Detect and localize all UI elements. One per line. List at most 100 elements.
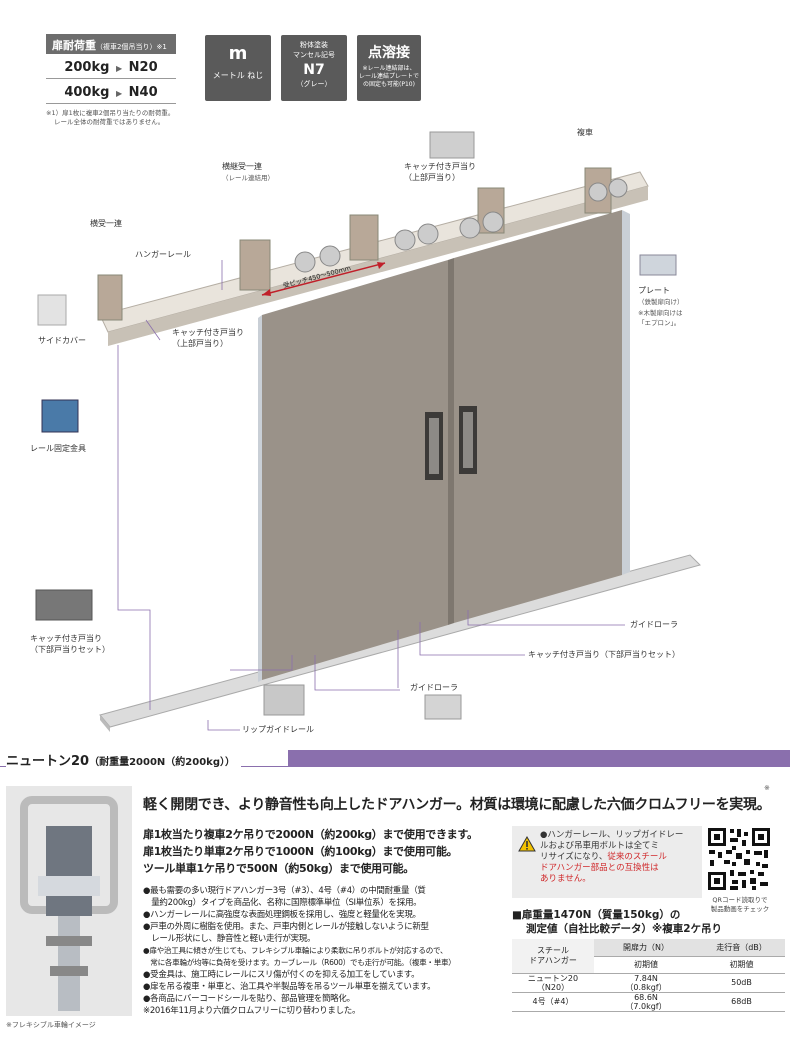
qr-code[interactable]: [706, 826, 772, 892]
wheel-body: [46, 826, 92, 916]
leader-lines: [117, 260, 625, 731]
door-left-face: [262, 260, 448, 680]
feature-line: レール形状にし、静音性と軽い走行が実現。: [143, 934, 316, 944]
label-lip-guide: リップガイドレール: [242, 725, 314, 734]
section-title-sub: （耐重量2000N（約200kg））: [89, 757, 235, 768]
powder-coat-tile: 粉体塗装 マンセル記号 N7 （グレー）: [281, 35, 347, 101]
load-note-line: レール全体の耐荷重ではありません。: [54, 118, 165, 126]
metric-tile-label: メートル ねじ: [212, 71, 264, 80]
roller-wheel: [459, 217, 481, 239]
spot-weld-tile: 点溶接 ※レール連結部は、 レール連結プレートで の固定も可能(P10): [357, 35, 421, 101]
yoko-tsugi-bracket: [239, 239, 271, 291]
label-plate-note: 「エプロン」。: [638, 319, 681, 327]
load-weight: 200kg: [64, 60, 110, 75]
section-title-main: ニュートン20: [6, 754, 90, 769]
label-fukusha: 複車: [577, 128, 593, 137]
label-catch-bottom-2: キャッチ付き戸当り（下部戸当りセット）: [528, 650, 680, 659]
roller-wheel: [294, 251, 316, 273]
table-header-row: スチール ドアハンガー 開扉力（N） 走行音（dB）: [512, 939, 785, 974]
warning-text: ●ハンガーレール、リップガイドレー ルおよび吊車用ボルトは全てミ リサイズになり…: [540, 830, 700, 885]
munsell-code: N7: [303, 62, 325, 78]
metric-tile-symbol: m: [228, 43, 248, 64]
warning-icon: [518, 836, 536, 852]
label-hanger-rail: ハンガーレール: [135, 250, 191, 259]
table-cell-noise: 68dB: [698, 992, 785, 1012]
feature-line: 量約200kg）タイプを商品化、名称に国際標準単位（SI単位系）を採用。: [143, 898, 422, 908]
label-catch-bottom-sub: （下部戸当りセット）: [30, 645, 110, 654]
load-code: N40: [128, 85, 158, 100]
table-cell-force: 7.84N （0.8kgf）: [594, 973, 698, 993]
warning-text-red: 従来のスチール: [607, 852, 667, 862]
warning-line-red: ありません。: [540, 874, 591, 884]
label-catch-bottom: キャッチ付き戸当り: [30, 634, 102, 643]
label-guide-roller-1: ガイドローラ: [630, 620, 678, 629]
feature-line: ●受金具は、施工時にレールにスリ傷が付くのを抑える加工をしています。: [143, 970, 420, 980]
lip-guide-rail-part: [263, 684, 305, 716]
table-cell-noise: 50dB: [698, 973, 785, 993]
bolt-nut: [46, 936, 92, 946]
yoko-uke-bracket: [97, 274, 123, 321]
door-hanger-diagram: [35, 131, 701, 732]
measurement-title-line: ■扉重量1470N（質量150kg）の: [512, 909, 681, 921]
measurement-table: スチール ドアハンガー 開扉力（N） 走行音（dB） 初期値 初期値 ニュートン…: [512, 939, 785, 1012]
measurement-title: ■扉重量1470N（質量150kg）の 測定値（自社比較データ）※複車2ケ吊り: [512, 908, 722, 936]
warning-line: ●ハンガーレール、リップガイドレー: [540, 830, 684, 840]
compatibility-warning: ●ハンガーレール、リップガイドレー ルおよび吊車用ボルトは全てミ リサイズになり…: [512, 826, 702, 898]
load-spec-header: 扉耐荷重（複車2個吊当り）※1: [46, 34, 176, 54]
label-rail-fix: レール固定金具: [30, 444, 86, 453]
hanger-rail-side: [108, 186, 648, 346]
label-side-cover: サイドカバー: [38, 336, 86, 345]
label-plate: プレート: [638, 286, 670, 295]
spot-weld-note: ※レール連結部は、 レール連結プレートで の固定も可能(P10): [357, 65, 421, 89]
door-handle-right-inner: [463, 412, 473, 468]
load-spec-title-note: （複車2個吊当り）※1: [96, 43, 167, 51]
metric-screw-tile: m メートル ねじ: [205, 35, 271, 101]
usage-line: ツール単車1ケ吊りで500N（約50kg）まで使用可能。: [143, 862, 414, 875]
label-yoko-tsugi: 横継受一連: [222, 162, 262, 171]
usage-line: 扉1枚当たり複車2ケ吊りで2000N（約200kg）まで使用できます。: [143, 828, 478, 841]
load-spec-title: 扉耐荷重: [52, 39, 96, 52]
rail-bracket: [349, 214, 379, 261]
usage-list: 扉1枚当たり複車2ケ吊りで2000N（約200kg）まで使用できます。 扉1枚当…: [143, 826, 503, 877]
label-yoko-tsugi-sub: （レール連結用）: [222, 174, 274, 182]
headline: 軽く開閉でき、より静音性も向上したドアハンガー。材質は環境に配慮した六価クロムフ…: [143, 797, 771, 813]
guide-roller-part: [424, 694, 462, 720]
door-left-edge: [258, 315, 262, 682]
section-header: ニュートン20（耐重量2000N（約200kg））: [0, 748, 790, 769]
section-rule: [0, 766, 790, 767]
pitch-arrow-head: [377, 262, 385, 269]
table-row: ニュートン20 （N20） 7.84N （0.8kgf） 50dB: [512, 973, 785, 993]
pitch-arrow-head: [262, 289, 271, 296]
rail-fix-bracket-part: [41, 399, 79, 433]
spot-weld-note-line: ※レール連結部は、: [362, 65, 416, 72]
qr-caption: QRコード読取りで 製品動画をチェック: [700, 896, 780, 914]
label-catch-top-1: キャッチ付き戸当り: [404, 162, 476, 171]
label-yoko-uke: 横受一連: [90, 219, 122, 228]
section-accent-bar: [288, 750, 790, 766]
table-cell-product: 4号（#4）: [512, 992, 594, 1012]
door-handle-left-inner: [429, 418, 439, 474]
label-catch-top-2-sub: （上部戸当り）: [172, 339, 228, 348]
load-note-line: ※1）扉1枚に複車2個吊り当たりの耐荷重。: [46, 109, 175, 117]
catch-bottom-part: [35, 589, 93, 621]
hanger-bolt: [58, 916, 80, 1011]
label-catch-top-2: キャッチ付き戸当り: [172, 328, 244, 337]
side-cover-part: [37, 294, 67, 326]
feature-line: 常に各車輪が均等に負荷を受けます。カーブレール（R600）でも走行が可能。（複車…: [143, 958, 456, 967]
feature-line: ※2016年11月より六価クロムフリーに切り替わりました。: [143, 1006, 361, 1016]
wheel-axle: [38, 876, 100, 896]
powder-coat-tile-label: 粉体塗装 マンセル記号: [281, 40, 347, 60]
spot-weld-note-line: の固定も可能(P10): [363, 81, 415, 88]
warning-line: ルおよび吊車用ボルトは全てミ: [540, 841, 660, 851]
load-note: ※1）扉1枚に複車2個吊り当たりの耐荷重。 レール全体の耐荷重ではありません。: [46, 109, 196, 127]
qr-code-icon: [706, 826, 772, 892]
powder-coat-line: マンセル記号: [293, 51, 335, 59]
table-header-product-text: スチール ドアハンガー: [529, 945, 577, 965]
feature-line: ●扉や治工具に傾きが生じても、フレキシブル車輪により柔軟に吊りボルトが対応するの…: [143, 946, 448, 955]
table-cell-text: 68.6N （7.0kgf）: [625, 992, 667, 1011]
load-row-200: 200kg ▶ N20: [46, 54, 176, 79]
triangle-right-icon: ▶: [115, 64, 123, 73]
munsell-color-name: （グレー）: [296, 80, 332, 88]
feature-line: ●扉を吊る複車・単車と、治工具や半製品等を吊るツール単車を揃えています。: [143, 982, 436, 992]
warning-text-normal: リサイズになり、: [540, 852, 608, 862]
